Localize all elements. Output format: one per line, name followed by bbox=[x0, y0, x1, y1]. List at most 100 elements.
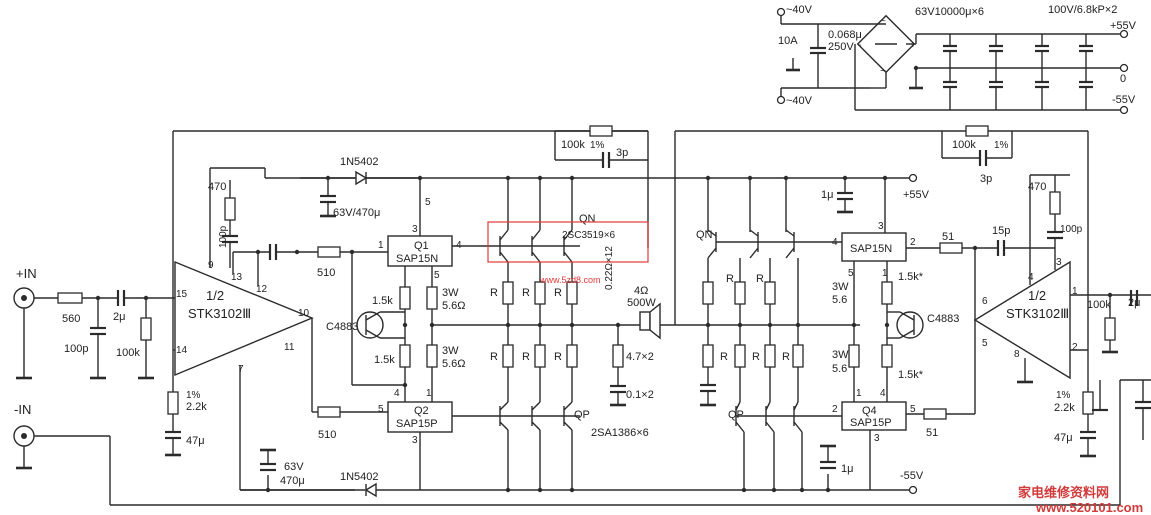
svg-text:C4883: C4883 bbox=[927, 313, 959, 325]
svg-text:2SA1386×6: 2SA1386×6 bbox=[591, 427, 649, 439]
svg-text:2: 2 bbox=[1072, 342, 1078, 353]
rail-pos-label: +55V bbox=[1110, 20, 1137, 32]
svg-text:R: R bbox=[752, 351, 760, 363]
rail-pos-terminal bbox=[1119, 29, 1129, 39]
svg-text:1.5k*: 1.5k* bbox=[898, 369, 924, 381]
svg-text:R: R bbox=[490, 287, 498, 299]
snubber-cap-label: 0.068μ bbox=[828, 29, 862, 41]
left-emitter-r5 bbox=[534, 344, 546, 368]
filter-capacitor-bank bbox=[943, 34, 1093, 110]
right-emitter-r1 bbox=[702, 281, 714, 305]
svg-text:3: 3 bbox=[878, 221, 884, 232]
svg-text:100k: 100k bbox=[561, 139, 585, 151]
svg-text:3W: 3W bbox=[832, 349, 849, 361]
right-r15k-a bbox=[881, 281, 893, 305]
right-q3-sap15n bbox=[841, 232, 907, 262]
svg-text:3: 3 bbox=[874, 433, 880, 444]
svg-text:5: 5 bbox=[425, 197, 431, 208]
svg-text:3: 3 bbox=[412, 224, 418, 235]
svg-text:1%: 1% bbox=[186, 390, 201, 401]
svg-text:5.6Ω: 5.6Ω bbox=[442, 358, 466, 370]
svg-text:0.22Ω×12: 0.22Ω×12 bbox=[604, 246, 615, 290]
svg-text:7: 7 bbox=[238, 364, 244, 375]
svg-text:3: 3 bbox=[412, 435, 418, 446]
minus-in-label: -IN bbox=[14, 402, 31, 417]
right-feedback-network: 100k 1% 3p bbox=[941, 125, 1013, 185]
rail-zero-label: 0 bbox=[1120, 73, 1126, 85]
right-amp-ic: 1/2 STK3102Ⅲ 6 4 3 1 5 8 2 470 100p 100k… bbox=[973, 174, 1151, 458]
right-rail-caps: 1μ +55V 1μ -55V bbox=[820, 178, 930, 493]
site-stamp-box bbox=[487, 221, 649, 263]
svg-text:3p: 3p bbox=[980, 173, 992, 185]
film-bank-label: 100V/6.8kP×2 bbox=[1048, 4, 1117, 16]
input-coupling-cap-label: 2μ bbox=[113, 311, 125, 323]
svg-text:3W: 3W bbox=[442, 287, 459, 299]
svg-text:R: R bbox=[490, 351, 498, 363]
svg-text:13: 13 bbox=[231, 272, 243, 283]
left-top-diode bbox=[355, 170, 368, 186]
svg-text:-: - bbox=[858, 40, 861, 51]
svg-text:6: 6 bbox=[982, 296, 988, 307]
left-fb-2k2-resistor bbox=[167, 391, 179, 415]
svg-text:51: 51 bbox=[942, 231, 954, 243]
svg-text:R: R bbox=[782, 351, 790, 363]
svg-text:1μ: 1μ bbox=[841, 463, 853, 475]
left-ic-name: STK3102Ⅲ bbox=[188, 306, 251, 321]
svg-text:STK3102Ⅲ: STK3102Ⅲ bbox=[1006, 306, 1069, 321]
left-fb-470-resistor bbox=[224, 197, 236, 221]
svg-text:R: R bbox=[726, 273, 734, 285]
svg-text:500W: 500W bbox=[627, 297, 656, 309]
svg-text:470: 470 bbox=[1028, 181, 1046, 193]
left-fb-470-label: 470 bbox=[208, 181, 226, 193]
svg-text:15p: 15p bbox=[992, 225, 1010, 237]
rail-zero-terminal bbox=[1119, 63, 1129, 73]
svg-text:100p: 100p bbox=[1060, 224, 1083, 235]
left-fb-100p-label: 100p bbox=[218, 225, 229, 248]
svg-text:3: 3 bbox=[1056, 257, 1062, 268]
svg-text:5: 5 bbox=[910, 404, 916, 415]
svg-text:3p: 3p bbox=[616, 147, 628, 159]
svg-text:QN: QN bbox=[696, 229, 713, 241]
cap-bank-label: 63V10000μ×6 bbox=[915, 6, 984, 18]
right-fb-2k2-resistor bbox=[1082, 391, 1094, 415]
svg-text:SAP15N: SAP15N bbox=[850, 243, 892, 255]
svg-text:510: 510 bbox=[317, 267, 335, 279]
svg-text:1: 1 bbox=[882, 268, 888, 279]
ac-terminal-top bbox=[776, 7, 786, 17]
svg-text:470μ: 470μ bbox=[280, 475, 305, 487]
svg-text:1: 1 bbox=[1072, 286, 1078, 297]
left-ic-half: 1/2 bbox=[206, 288, 224, 303]
left-fb-100k-resistor bbox=[589, 125, 613, 137]
svg-text:5.6: 5.6 bbox=[832, 294, 847, 306]
right-emitter-r2 bbox=[734, 281, 746, 305]
svg-text:4: 4 bbox=[832, 237, 838, 248]
left-stk3102-opamp bbox=[174, 260, 314, 377]
svg-text:1: 1 bbox=[856, 388, 862, 399]
svg-text:2SC3519×6: 2SC3519×6 bbox=[562, 230, 616, 241]
svg-text:1.5k: 1.5k bbox=[372, 295, 393, 307]
zobel-resistor bbox=[612, 344, 624, 368]
svg-text:R: R bbox=[554, 351, 562, 363]
left-r15k-b bbox=[399, 344, 411, 368]
svg-text:1.5k*: 1.5k* bbox=[898, 271, 924, 283]
left-top-cap-label: 63V/470μ bbox=[333, 207, 380, 219]
svg-text:C4883: C4883 bbox=[326, 321, 358, 333]
right-r51-top bbox=[939, 242, 963, 254]
svg-text:8: 8 bbox=[1014, 349, 1020, 360]
plus-in-label: +IN bbox=[16, 266, 37, 281]
left-emitter-r2 bbox=[534, 281, 546, 305]
right-driver-stage: SAP15N 3 4 5 2 1 51 15p 3W 5.6 3W 5.6 1.… bbox=[832, 178, 1055, 490]
left-r510-top bbox=[317, 246, 341, 258]
fuse-label: 10A bbox=[778, 35, 798, 47]
left-c4883-transistor bbox=[356, 311, 384, 339]
right-fb-100k-resistor bbox=[965, 125, 989, 137]
left-bottom-diode bbox=[364, 482, 377, 498]
right-emitter-r4 bbox=[702, 344, 714, 368]
svg-text:63V: 63V bbox=[284, 461, 304, 473]
svg-text:QN: QN bbox=[579, 213, 596, 225]
site-watermark-cn: 家电维修资料网 bbox=[1018, 485, 1109, 500]
input-filter-cap-label: 100p bbox=[64, 343, 88, 355]
left-emitter-r6 bbox=[566, 344, 578, 368]
speaker-icon bbox=[639, 311, 651, 331]
